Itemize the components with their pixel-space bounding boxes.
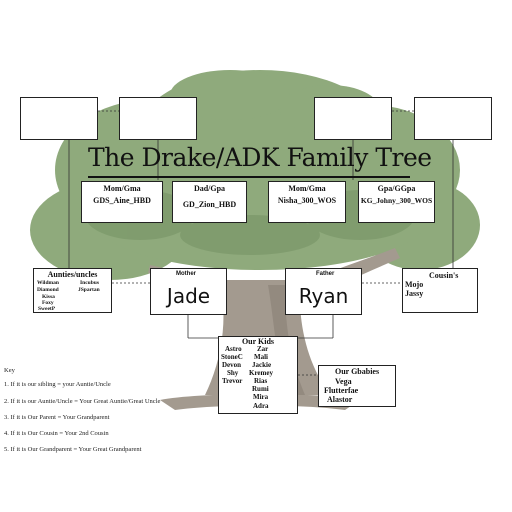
- kid-name: Mali: [254, 353, 268, 361]
- grandparent-role: Mom/Gma: [288, 184, 326, 193]
- key-item: 1. If it is our sibling = your Auntie/Un…: [4, 381, 111, 388]
- aunties-col1-item: Kissa: [42, 294, 55, 300]
- aunties-heading: Aunties/uncles: [47, 270, 98, 279]
- grandparent-box-1: Mom/Gma GDS_Aine_HBD: [81, 181, 163, 223]
- empty-box-top-1: [20, 97, 98, 140]
- mother-name: Jade: [166, 284, 211, 308]
- empty-box-top-4: [414, 97, 492, 140]
- empty-box-top-3: [314, 97, 392, 140]
- gbaby-name: Alastor: [327, 395, 353, 404]
- cousins-heading: Cousin's: [429, 271, 459, 280]
- grandparent-role: Dad/Gpa: [193, 184, 226, 193]
- grandparent-name: KG_Johny_300_WOS: [360, 196, 433, 205]
- kid-name: Kremey: [249, 369, 273, 377]
- key-item: 5. If it is Our Grandparent = Your Great…: [4, 446, 142, 453]
- kid-name: Rumi: [252, 385, 269, 393]
- gbaby-name: Vega: [335, 377, 352, 386]
- grandparent-role: Gpa/GGpa: [377, 184, 416, 193]
- kid-name: StoneC: [221, 353, 243, 361]
- kid-name: Zar: [257, 345, 269, 353]
- grandparent-box-2: Dad/Gpa GD_Zion_HBD: [172, 181, 247, 223]
- aunties-uncles-box: Aunties/uncles Wildman Diamond Kissa Fox…: [33, 268, 112, 313]
- aunties-col2-item: Incubus: [80, 280, 99, 286]
- grandparent-name: Nisha_300_WOS: [277, 196, 337, 205]
- kid-name: Adra: [253, 402, 269, 410]
- aunties-col2-item: JSpartan: [78, 287, 100, 293]
- grandparent-box-3: Mom/Gma Nisha_300_WOS: [268, 181, 346, 223]
- gbaby-name: Flutterfae: [324, 386, 359, 395]
- kid-name: Shy: [227, 369, 239, 377]
- kid-name: Devon: [222, 361, 242, 369]
- gbabies-heading: Our Gbabies: [335, 367, 380, 376]
- key-heading: Key: [4, 367, 15, 374]
- key-item: 4. If it is Our Cousin = Your 2nd Cousin: [4, 430, 109, 437]
- aunties-col1-item: Diamond: [37, 287, 59, 293]
- cousin-name: Mojo: [405, 280, 424, 289]
- page-title: The Drake/ADK Family Tree: [88, 143, 432, 172]
- cousins-box: Cousin's Mojo Jassy: [402, 268, 478, 313]
- kids-heading: Our Kids: [241, 337, 275, 346]
- cousin-name: Jassy: [405, 289, 424, 298]
- grandparent-role: Mom/Gma: [103, 184, 141, 193]
- empty-box-top-2: [119, 97, 197, 140]
- grandparent-name: GDS_Aine_HBD: [93, 196, 151, 205]
- grandparent-name: GD_Zion_HBD: [182, 200, 237, 209]
- key-item: 3. If it is Our Parent = Your Grandparen…: [4, 414, 110, 421]
- key-item: 2. If it is our Auntie/Uncle = Your Grea…: [4, 398, 161, 405]
- kid-name: Trevor: [222, 377, 243, 385]
- kid-name: Mira: [253, 393, 269, 401]
- mother-box: Mother Jade: [150, 268, 227, 315]
- kid-name: Astro: [225, 345, 242, 353]
- aunties-col1-item: Foxy: [42, 300, 54, 306]
- father-box: Father Ryan: [285, 268, 362, 315]
- gbabies-box: Our Gbabies Vega Flutterfae Alastor: [318, 365, 396, 407]
- mother-role: Mother: [176, 271, 196, 277]
- father-role: Father: [316, 271, 335, 277]
- kid-name: Jackie: [252, 361, 272, 369]
- title-underline: [88, 176, 410, 178]
- aunties-col1-item: SweetP: [38, 306, 56, 312]
- aunties-col1-item: Wildman: [37, 280, 59, 286]
- kids-box: Our Kids Astro StoneC Devon Shy Trevor Z…: [218, 336, 298, 414]
- father-name: Ryan: [298, 284, 349, 308]
- kid-name: Rias: [254, 377, 268, 385]
- grandparent-box-4: Gpa/GGpa KG_Johny_300_WOS: [358, 181, 435, 223]
